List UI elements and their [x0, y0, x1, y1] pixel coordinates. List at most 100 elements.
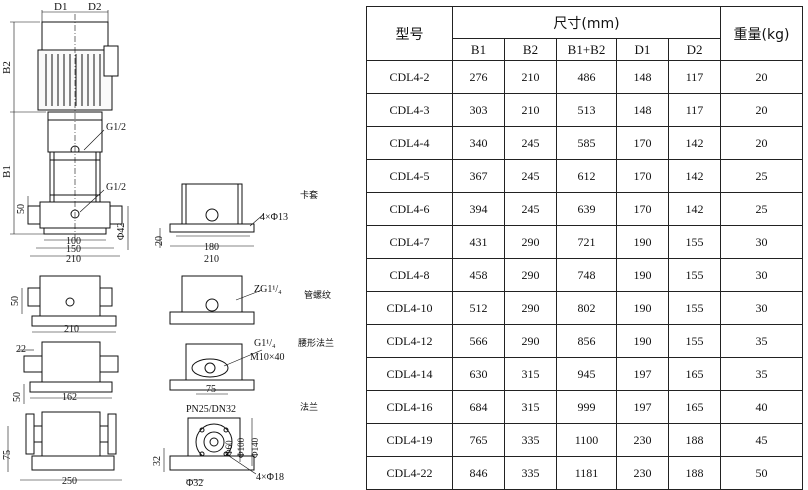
value-cell: 684 — [452, 390, 505, 424]
model-cell: CDL4-6 — [366, 192, 453, 226]
label-phi100: Φ100 — [236, 437, 246, 458]
label-phi140: Φ140 — [250, 437, 260, 458]
value-cell: 40 — [720, 390, 804, 424]
outlet-port — [109, 205, 123, 225]
label-g-half-1: G1/2 — [106, 122, 126, 133]
label-flange: 法兰 — [300, 401, 318, 412]
oval-flange-front — [41, 341, 101, 383]
value-cell: 230 — [616, 456, 669, 490]
model-cell: CDL4-14 — [366, 357, 453, 391]
value-cell: 245 — [504, 126, 557, 160]
model-cell: CDL4-2 — [366, 60, 453, 94]
header-size: 尺寸(mm) — [451, 6, 722, 39]
model-cell: CDL4-16 — [366, 390, 453, 424]
value-cell: 512 — [452, 291, 505, 325]
value-cell: 458 — [452, 258, 505, 292]
model-cell: CDL4-3 — [366, 93, 453, 127]
label-d1: D1 — [54, 1, 67, 13]
thread-view — [181, 275, 243, 313]
label-dim-50-c: 50 — [12, 392, 23, 402]
label-dim-20: 20 — [154, 236, 165, 246]
value-cell: 612 — [556, 159, 617, 193]
label-d2: D2 — [88, 1, 101, 13]
label-dim-50-a: 50 — [16, 204, 27, 214]
label-dim-210-b: 210 — [204, 254, 219, 265]
value-cell: 630 — [452, 357, 505, 391]
front-view-2 — [39, 275, 101, 317]
value-cell: 142 — [667, 192, 722, 226]
value-cell: 1100 — [556, 423, 617, 457]
value-cell: 802 — [556, 291, 617, 325]
label-dim-250: 250 — [62, 476, 77, 487]
value-cell: 1181 — [556, 456, 617, 490]
value-cell: 566 — [452, 324, 505, 358]
terminal-box — [103, 45, 119, 77]
header-b1-b2: B1+B2 — [556, 38, 617, 61]
value-cell: 165 — [667, 357, 722, 391]
value-cell: 315 — [504, 390, 557, 424]
value-cell: 20 — [720, 93, 804, 127]
header-d1: D1 — [616, 38, 669, 61]
label-dim-75-b: 75 — [2, 450, 13, 460]
label-b1: B1 — [1, 165, 13, 178]
label-phi32: Φ32 — [186, 478, 203, 489]
value-cell: 748 — [556, 258, 617, 292]
value-cell: 117 — [667, 93, 722, 127]
model-cell: CDL4-7 — [366, 225, 453, 259]
value-cell: 148 — [616, 60, 669, 94]
value-cell: 155 — [667, 291, 722, 325]
value-cell: 303 — [452, 93, 505, 127]
value-cell: 142 — [667, 159, 722, 193]
header-model: 型号 — [366, 6, 453, 61]
value-cell: 155 — [667, 225, 722, 259]
label-phi42: Φ42 — [116, 223, 127, 240]
value-cell: 188 — [667, 423, 722, 457]
value-cell: 245 — [504, 159, 557, 193]
value-cell: 210 — [504, 93, 557, 127]
model-cell: CDL4-5 — [366, 159, 453, 193]
value-cell: 585 — [556, 126, 617, 160]
value-cell: 190 — [616, 258, 669, 292]
label-b2: B2 — [1, 61, 13, 74]
model-cell: CDL4-12 — [366, 324, 453, 358]
label-dim-162: 162 — [62, 392, 77, 403]
value-cell: 30 — [720, 258, 804, 292]
value-cell: 945 — [556, 357, 617, 391]
label-pipe-thread: 管螺纹 — [304, 289, 331, 300]
value-cell: 846 — [452, 456, 505, 490]
label-holes-4x13: 4×Φ13 — [260, 212, 288, 223]
model-cell: CDL4-19 — [366, 423, 453, 457]
value-cell: 155 — [667, 324, 722, 358]
value-cell: 315 — [504, 357, 557, 391]
value-cell: 290 — [504, 291, 557, 325]
model-cell: CDL4-4 — [366, 126, 453, 160]
value-cell: 394 — [452, 192, 505, 226]
value-cell: 165 — [667, 390, 722, 424]
value-cell: 20 — [720, 126, 804, 160]
value-cell: 367 — [452, 159, 505, 193]
value-cell: 25 — [720, 159, 804, 193]
value-cell: 197 — [616, 357, 669, 391]
pump-technical-drawing: D1 D2 B2 B1 G1/2 G1/2 50 100 150 210 Φ42… — [1, 1, 334, 489]
label-dim-210-c: 210 — [64, 324, 79, 335]
value-cell: 431 — [452, 225, 505, 259]
value-cell: 721 — [556, 225, 617, 259]
label-holes-4x18: 4×Φ18 — [256, 472, 284, 483]
motor-fins — [45, 54, 101, 106]
value-cell: 30 — [720, 225, 804, 259]
label-dim-75-a: 75 — [206, 384, 216, 395]
value-cell: 513 — [556, 93, 617, 127]
value-cell: 335 — [504, 456, 557, 490]
value-cell: 20 — [720, 60, 804, 94]
value-cell: 190 — [616, 225, 669, 259]
